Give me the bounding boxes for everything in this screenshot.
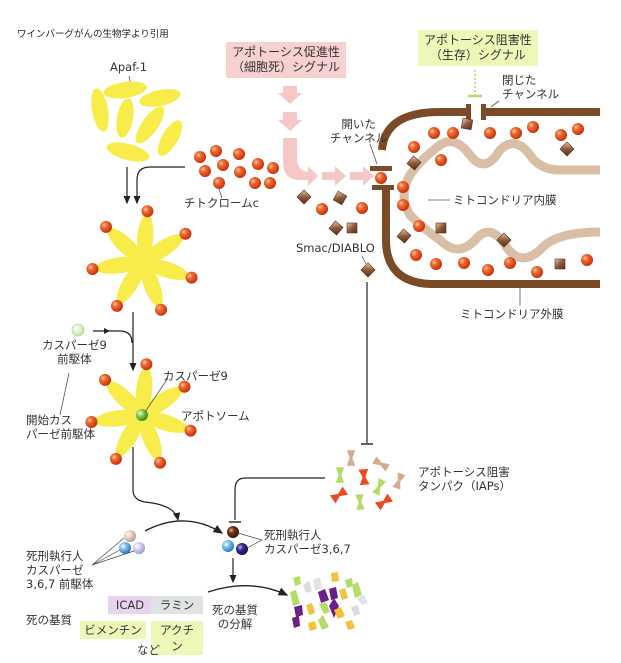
iaps-line2: タンパク（IAPs） xyxy=(418,479,511,493)
anti-signal-line2: （生存）シグナル xyxy=(429,48,526,62)
apaf1-petal xyxy=(106,380,143,416)
cytochrome-c xyxy=(86,262,99,275)
open-channel-label: 開いた チャンネル xyxy=(330,117,387,145)
degraded-fragments xyxy=(290,572,368,631)
degradation-line1: 死の基質 xyxy=(212,603,258,617)
substrate-icad: ICAD xyxy=(108,596,152,614)
closed-channel-line1: 閉じた xyxy=(502,73,537,87)
apaf1-monomers xyxy=(91,75,183,162)
anti-apoptotic-inhibit xyxy=(468,70,482,98)
initiator-line2: パーゼ前駆体 xyxy=(26,427,95,441)
apaf1-petal xyxy=(115,414,144,457)
cytochrome-c xyxy=(178,380,191,393)
mitochondria-outer-membrane xyxy=(378,108,600,288)
executioner-precursor-label: 死刑執行人 カスパーゼ 3,6,7 前駆体 xyxy=(26,549,93,591)
caspase9-precursor-label: カスパーゼ9 前駆体 xyxy=(42,338,107,366)
inner-membrane-label: ミトコンドリア内膜 xyxy=(453,193,557,207)
apaf1-petal xyxy=(141,386,183,417)
death-substrates-label: 死の基質 xyxy=(26,613,72,627)
closed-channel-label: 閉じた チャンネル xyxy=(502,73,559,101)
cytochrome-c xyxy=(85,415,98,428)
apaf1-label: Apaf-1 xyxy=(110,60,148,74)
degradation-arrow xyxy=(207,585,289,596)
apaf1-petal xyxy=(140,261,163,308)
etc-label: など xyxy=(137,643,160,657)
cytochrome-c xyxy=(110,299,123,312)
pro-apoptotic-signal-box: アポトーシス促進性 （細胞死）シグナル xyxy=(226,42,347,78)
executioner-line1: 死刑執行人 xyxy=(264,528,322,542)
cytochrome-c xyxy=(99,373,112,386)
outer-membrane-label: ミトコンドリア外膜 xyxy=(460,307,564,321)
cytochrome-c xyxy=(185,271,198,284)
closed-channel-line2: チャンネル xyxy=(502,87,560,101)
iaps-label: アポトーシス阻害 タンパク（IAPs） xyxy=(418,465,511,493)
activation-arrow xyxy=(144,520,224,534)
cytochrome-c xyxy=(179,227,192,240)
cytochrome-c xyxy=(100,220,113,233)
apaf1-petal xyxy=(142,233,184,264)
cytochrome-c xyxy=(109,452,122,465)
executioner-precursors xyxy=(91,530,145,566)
closed-channel-left xyxy=(466,104,471,120)
exec-precursor-line1: 死刑執行人 xyxy=(26,549,84,563)
apaf1-petal xyxy=(94,409,143,427)
apaf1-petal xyxy=(95,256,144,274)
apaf1-petal xyxy=(116,261,145,304)
pro-signal-line1: アポトーシス促進性 xyxy=(232,45,340,59)
pro-signal-line2: （細胞死）シグナル xyxy=(232,60,341,74)
substrate-degradation-label: 死の基質 の分解 xyxy=(212,603,258,631)
pro-apoptotic-arrows xyxy=(278,86,374,186)
cytochrome-c-cluster xyxy=(194,145,279,199)
exec-precursor-line2: カスパーゼ xyxy=(26,563,84,577)
iap-inhibit-line xyxy=(234,477,325,520)
caspase9-label: カスパーゼ9 xyxy=(163,369,228,383)
degradation-line2: の分解 xyxy=(217,617,253,631)
open-channel-line2: チャンネル xyxy=(330,131,388,145)
cytochrome-c xyxy=(184,424,197,437)
mitochondria-inner-membrane xyxy=(399,137,601,263)
apoptosome xyxy=(85,358,197,469)
anti-apoptotic-signal-box: アポトーシス阻害性 （生存）シグナル xyxy=(418,30,538,66)
caspase9-precursor-line2: 前駆体 xyxy=(57,352,92,366)
smac-particles xyxy=(296,117,575,278)
initiator-precursor-label: 開始カス パーゼ前駆体 xyxy=(26,413,95,441)
executioner-line2: カスパーゼ3,6,7 xyxy=(264,542,351,556)
apoptosome-label: アポトソーム xyxy=(181,409,250,423)
cytochrome-c xyxy=(141,205,154,218)
caspase9-precursor xyxy=(71,323,85,337)
apaf1-cytc-complex xyxy=(86,205,198,316)
arrow-caspase9-join xyxy=(93,330,133,344)
executioner-label: 死刑執行人 カスパーゼ3,6,7 xyxy=(264,528,351,556)
iaps-line1: アポトーシス阻害 xyxy=(418,465,510,479)
apaf1-petal xyxy=(142,258,189,280)
cytochrome-c xyxy=(140,358,153,371)
substrate-lamin: ラミン xyxy=(151,596,203,614)
executioner-caspases xyxy=(222,526,263,555)
smac-label: Smac/DIABLO xyxy=(296,241,375,255)
arrow-cytc-to-apaf xyxy=(133,166,185,205)
open-channel-line1: 開いた xyxy=(341,117,376,131)
arrow-apoptosome-to-activation xyxy=(132,447,181,522)
open-channel-bottom xyxy=(372,185,394,190)
source-note: ワインバーグがんの生物学より引用 xyxy=(17,29,169,40)
open-channel-top xyxy=(370,166,392,171)
substrate-vimentin: ビメンチン xyxy=(80,621,146,639)
caspase9-precursor-line1: カスパーゼ9 xyxy=(42,338,107,352)
cytochrome-c-label: チトクロームc xyxy=(184,196,259,210)
closed-channel-right xyxy=(481,104,486,120)
substrate-actin: アクチン xyxy=(151,621,203,655)
apaf1-petal xyxy=(107,227,144,263)
cytochrome-c xyxy=(154,456,167,469)
apaf1-petal xyxy=(139,414,162,461)
anti-signal-line1: アポトーシス阻害性 xyxy=(424,33,532,47)
exec-precursor-line3: 3,6,7 前駆体 xyxy=(26,577,94,591)
initiator-line1: 開始カス xyxy=(26,413,72,427)
cytochrome-c xyxy=(155,303,168,316)
apaf1-petal xyxy=(141,411,188,433)
iap-cluster xyxy=(329,450,406,511)
